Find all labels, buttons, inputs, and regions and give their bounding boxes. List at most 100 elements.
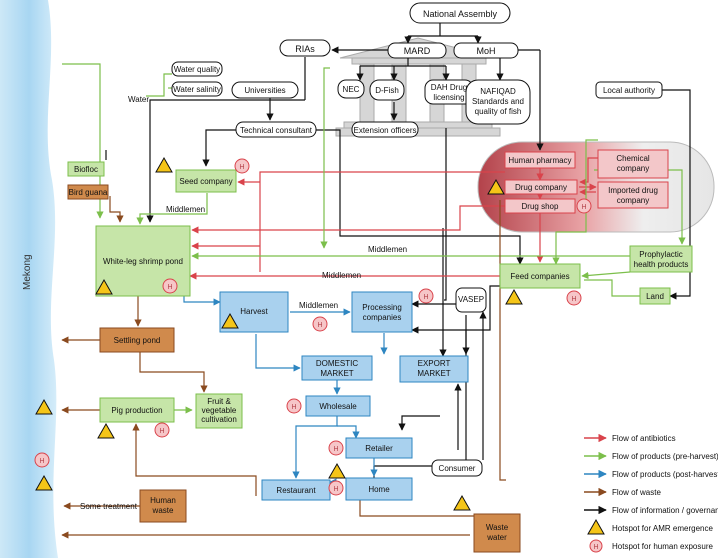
hotspot-h-9: H [39,458,44,465]
legend-governance: Flow of information / governance [612,506,718,515]
domestic-label-1: DOMESTIC [316,359,358,368]
settling-pond-box [99,327,175,353]
processing-label-1: Processing [362,303,402,312]
some-treatment-label: Some treatment [80,502,138,511]
waste-water-label-1: Waste [486,523,509,532]
prophylactic-box [629,245,693,273]
pig-production-box [99,397,175,423]
wholesale-box [305,395,371,417]
processing-companies-box [351,291,413,333]
legend-human-icon [589,539,603,553]
human-pharmacy-box [504,151,576,169]
middlemen-seed-label: Middlemen [166,205,205,214]
export-label-1: EXPORT [418,359,451,368]
shrimp-pond-label: White-leg shrimp pond [103,257,183,266]
rias-box [279,39,331,57]
feed-companies-label: Feed companies [510,272,569,281]
legend-pre-harvest: Flow of products (pre-harvest) [612,452,718,461]
fruit-label-2: vegetable [202,406,237,415]
bird-guana-box [67,184,109,200]
human-hotspots: H H H H H H H H H H H [34,158,592,496]
fruit-label-3: cultivation [201,415,237,424]
prophylactic-label-2: health products [634,260,689,269]
legend-human-h: H [593,544,598,551]
nafiqad-label-1: NAFIQAD [480,87,516,96]
moh-label: MoH [476,46,495,56]
water-quality-box [171,61,223,77]
warning-icon [487,178,505,195]
warning-icon [35,474,53,491]
hotspot-h-8: H [159,428,164,435]
legend: Flow of antibiotics Flow of products (pr… [584,433,718,553]
hotspot-h-3: H [317,322,322,329]
water-label: Water [128,95,149,104]
imported-drug-company-box [597,181,669,209]
harvest-label: Harvest [240,307,268,316]
domestic-label-2: MARKET [320,369,353,378]
imported-label-2: company [617,196,649,205]
dfish-label: D-Fish [375,86,399,95]
water-salinity-label: Water salinity [173,85,221,94]
nafiqad-box [465,79,531,125]
feed-companies-box [499,263,581,289]
waste-water-label-2: water [486,533,507,542]
middlemen-harvest-label: Middlemen [299,301,338,310]
extension-officers-label: Extension officers [354,126,417,135]
hotspot-h-7: H [333,486,338,493]
nec-box [337,79,365,99]
hotspot-h-1: H [239,164,244,171]
human-waste-label-1: Human [150,496,176,505]
biofloc-label: Biofloc [74,165,98,174]
universities-box [231,81,299,99]
dah-label-1: DAH Drug [431,83,467,92]
warning-icon [35,398,53,415]
nafiqad-label-2: Standards and [472,97,524,106]
hotspot-h-10: H [581,204,586,211]
consumer-box [431,459,483,477]
amr-hotspot-triangles [35,156,523,511]
settling-pond-label: Settling pond [114,336,161,345]
warning-icon [453,494,471,511]
water-quality-label: Water quality [174,65,220,74]
human-waste-label-2: waste [152,506,174,515]
technical-consultant-label: Technical consultant [240,126,313,135]
chemical-label-2: company [617,164,649,173]
local-authority-box [595,81,663,99]
warning-icon [97,422,115,439]
legend-amr-hotspot: Hotspot for AMR emergence [612,524,713,533]
wholesale-label: Wholesale [319,402,357,411]
imported-label-1: Imported drug [608,186,658,195]
domestic-market-box [301,355,373,381]
legend-post-harvest: Flow of products (post-harvest) [612,470,718,479]
legend-waste: Flow of waste [612,488,661,497]
human-pharmacy-label: Human pharmacy [508,156,571,165]
drug-company-label: Drug company [515,183,567,192]
technical-consultant-box [235,121,317,138]
hotspot-h-2: H [167,284,172,291]
water-salinity-box [171,81,223,97]
seed-company-box [175,169,237,193]
restaurant-label: Restaurant [276,486,316,495]
export-label-2: MARKET [417,369,450,378]
pig-production-label: Pig production [111,406,162,415]
middlemen-pond-label: Middlemen [322,271,361,280]
warning-icon [95,278,113,295]
hotspot-h-6: H [333,446,338,453]
hotspot-h-4: H [423,294,428,301]
export-market-box [399,355,469,383]
fruit-label-1: Fruit & [207,397,231,406]
waste-water-box [473,513,521,553]
mekong-label: Mekong [22,254,33,290]
mekong-river [0,0,58,558]
national-assembly-label: National Assembly [423,9,498,19]
warning-icon [221,312,239,329]
extension-officers-box [351,121,419,138]
land-label: Land [646,292,664,301]
local-authority-label: Local authority [603,86,655,95]
chemical-company-box [597,149,669,179]
drug-shop-box [504,198,576,214]
seed-company-label: Seed company [179,177,232,186]
nafiqad-label-3: quality of fish [475,107,522,116]
